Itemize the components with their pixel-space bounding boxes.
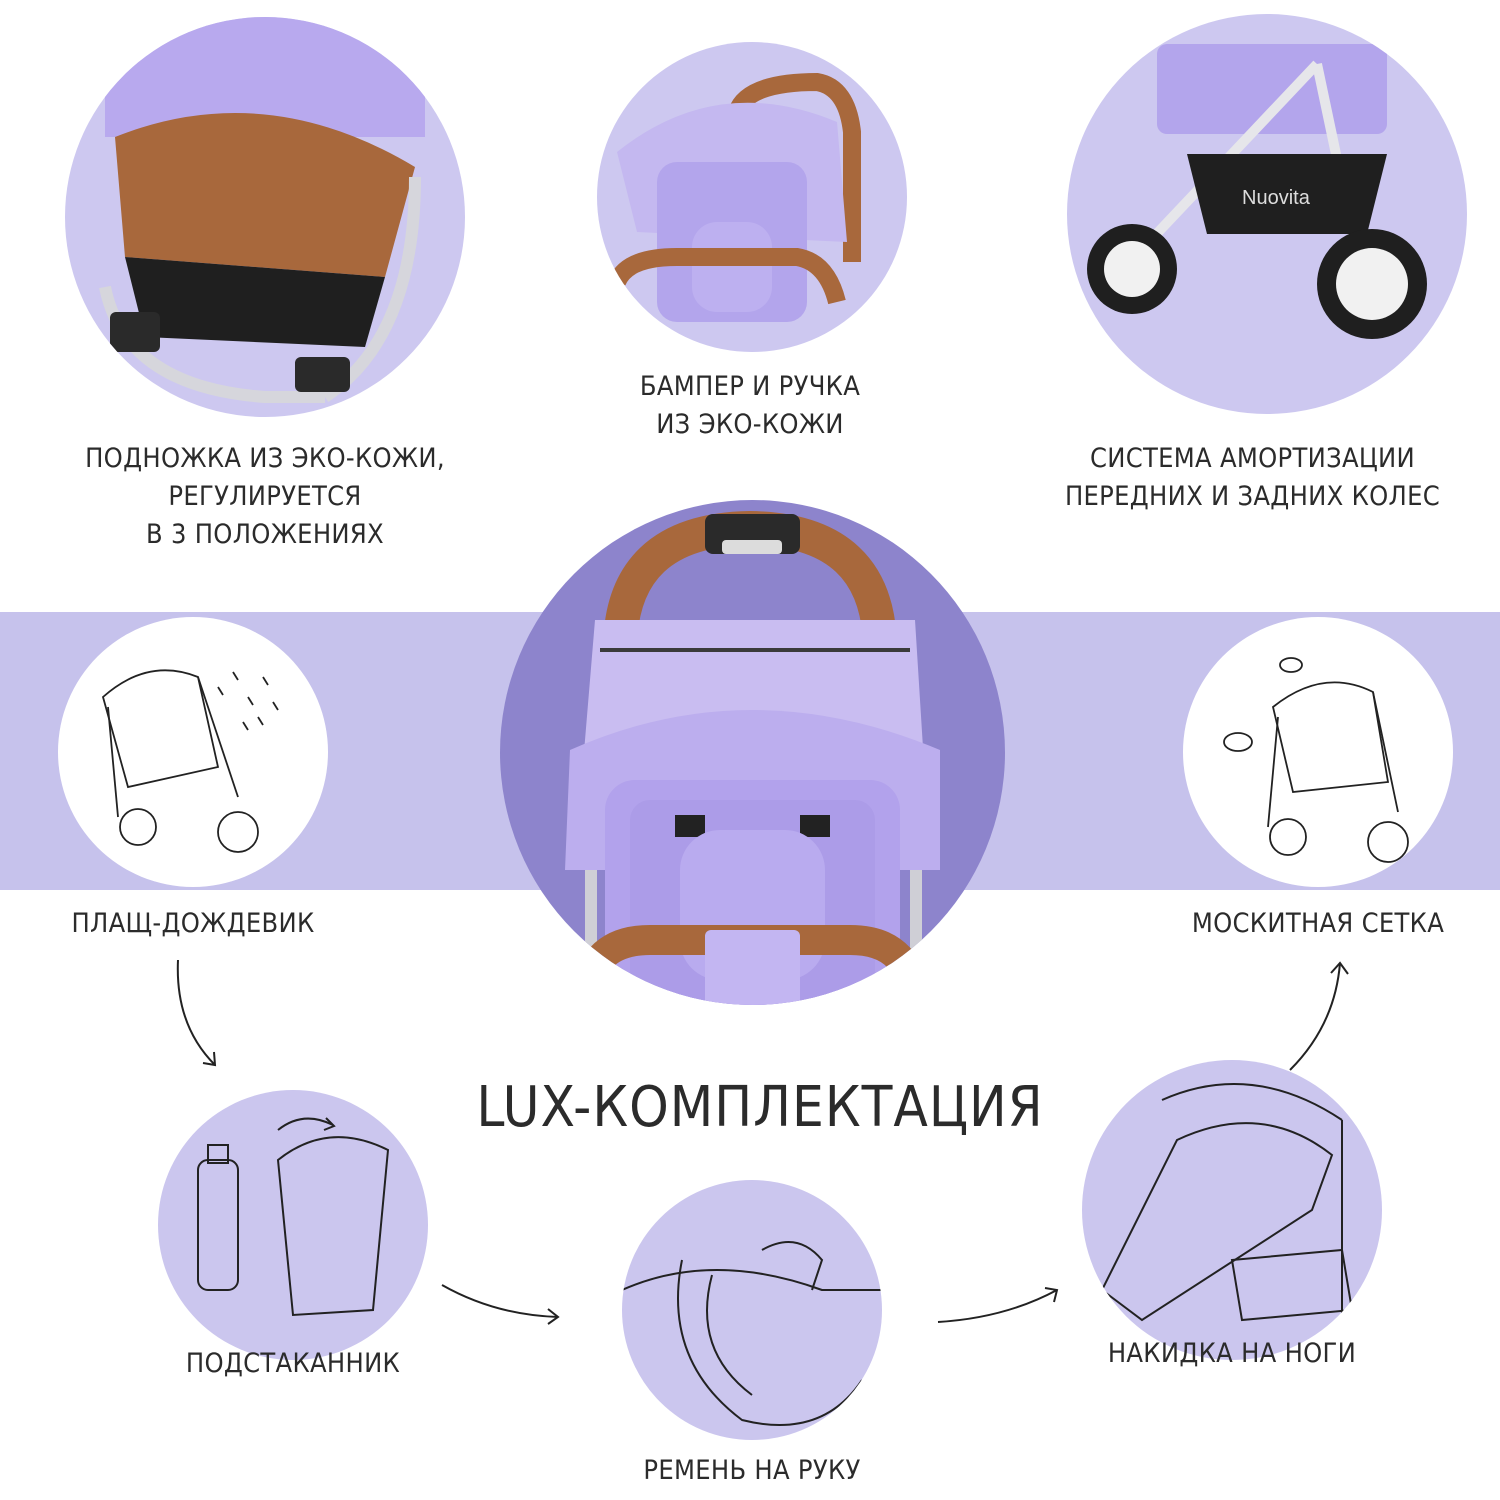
mosquito-net-label: МОСКИТНАЯ СЕТКА	[1191, 908, 1445, 939]
raincover-illustration	[58, 617, 328, 887]
suspension-label-line-1: СИСТЕМА АМОРТИЗАЦИИ	[1090, 443, 1415, 474]
arrow-footmuff-to-mosquito	[1289, 961, 1349, 1071]
stroller-main-photo	[500, 500, 1005, 1005]
cup-holder-label: ПОДСТАКАННИК	[185, 1348, 401, 1379]
bumper-label-line-2: ИЗ ЭКО-КОЖИ	[656, 409, 844, 440]
cup-holder-illustration	[158, 1090, 428, 1360]
suspension-wheels-photo: Nuovita	[1067, 14, 1467, 414]
wrist-strap-label: РЕМЕНЬ НА РУКУ	[643, 1455, 861, 1486]
bumper-handle-photo	[597, 42, 907, 352]
footmuff-label: НАКИДКА НА НОГИ	[1107, 1338, 1357, 1369]
footmuff-illustration	[1082, 1060, 1382, 1360]
bumper-label-line-1: БАМПЕР И РУЧКА	[639, 371, 861, 402]
footrest-label-line-1: ПОДНОЖКА ИЗ ЭКО-КОЖИ,	[85, 443, 445, 474]
wrist-strap-illustration	[622, 1180, 882, 1440]
mosquito-net-illustration	[1183, 617, 1453, 887]
bumper-label: БАМПЕР И РУЧКА ИЗ ЭКО-КОЖИ	[560, 368, 940, 444]
arrow-strap-to-footmuff	[937, 1287, 1059, 1323]
footrest-label-line-3: В 3 ПОЛОЖЕНИЯХ	[146, 519, 384, 550]
basket-brand: Nuovita	[1242, 187, 1311, 209]
arrow-cupholder-to-strap	[441, 1284, 560, 1325]
raincover-label: ПЛАЩ-ДОЖДЕВИК	[71, 908, 315, 939]
footrest-label: ПОДНОЖКА ИЗ ЭКО-КОЖИ, РЕГУЛИРУЕТСЯ В 3 П…	[40, 440, 490, 554]
arrow-raincover-to-cupholder	[176, 959, 217, 1067]
footrest-photo	[65, 17, 465, 417]
suspension-label: СИСТЕМА АМОРТИЗАЦИИ ПЕРЕДНИХ И ЗАДНИХ КО…	[1030, 440, 1475, 516]
suspension-label-line-2: ПЕРЕДНИХ И ЗАДНИХ КОЛЕС	[1064, 481, 1441, 512]
page-title: LUX-КОМПЛЕКТАЦИЯ	[476, 1075, 1044, 1140]
footrest-label-line-2: РЕГУЛИРУЕТСЯ	[168, 481, 362, 512]
